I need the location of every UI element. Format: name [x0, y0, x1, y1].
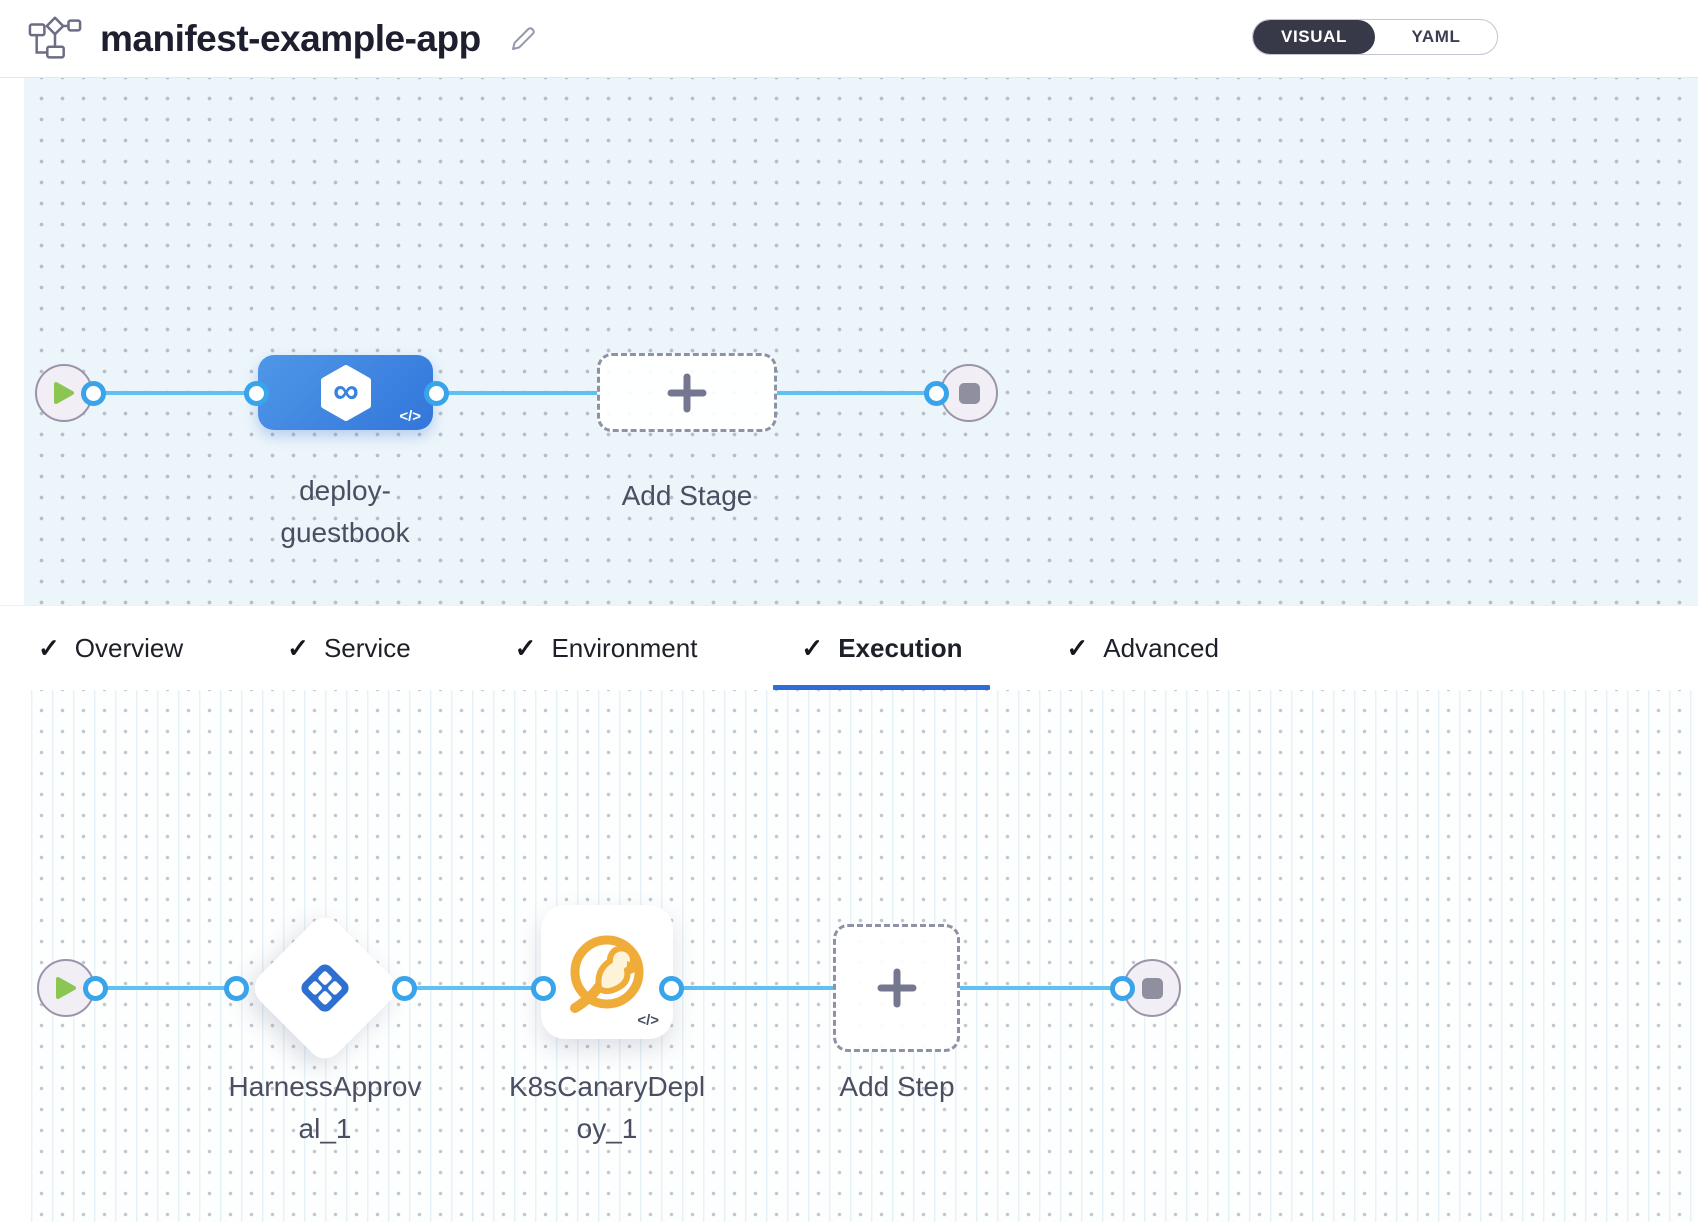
stage-node-deploy-guestbook[interactable]: ∞ </> [258, 355, 433, 430]
code-badge: </> [399, 408, 421, 425]
toggle-visual-button[interactable]: VISUAL [1253, 20, 1375, 54]
connector-point [392, 976, 417, 1001]
check-icon: ✓ [801, 632, 824, 663]
stage-canvas[interactable]: ∞ </> deploy- guestbook Add Stage [0, 78, 1698, 605]
pipeline-title: manifest-example-app [100, 17, 481, 59]
edit-pipeline-icon[interactable] [507, 23, 539, 55]
step-node-harness-approval[interactable] [247, 910, 403, 1066]
connector-point [1110, 976, 1135, 1001]
approval-label-line2: al_1 [298, 1113, 352, 1144]
visual-yaml-toggle: VISUAL YAML [1252, 19, 1498, 55]
connector-point [81, 381, 106, 406]
tab-execution[interactable]: ✓ Execution [773, 606, 991, 690]
edge-stage-to-addstage [437, 391, 597, 395]
edge-start-to-approval [95, 986, 237, 990]
connector-point [531, 976, 556, 1001]
plus-icon [877, 968, 916, 1008]
pipeline-flowchart-icon [28, 14, 82, 64]
execution-canvas[interactable]: </> HarnessApprov al_1 K8sCanaryDepl oy_… [0, 690, 1698, 1222]
play-icon [56, 977, 76, 999]
header: manifest-example-app VISUAL YAML [0, 0, 1698, 78]
add-stage-button[interactable] [597, 353, 777, 432]
check-icon: ✓ [38, 632, 60, 663]
code-badge: </> [637, 1012, 659, 1029]
play-icon [54, 382, 74, 404]
canvas-left-gutter [0, 690, 24, 1222]
stop-icon [958, 382, 980, 404]
check-icon: ✓ [514, 632, 537, 663]
tab-overview[interactable]: ✓ Overview [38, 632, 184, 663]
check-icon: ✓ [1066, 632, 1089, 663]
stage-tabbar: ✓ Overview ✓ Service ✓ Environment ✓ Exe… [0, 605, 1698, 690]
step-node-k8s-canary-deploy[interactable]: </> [541, 905, 673, 1039]
canary-step-label: K8sCanaryDepl oy_1 [447, 1066, 767, 1150]
stage-label-line2: guestbook [280, 517, 410, 548]
canary-label-line2: oy_1 [576, 1113, 638, 1144]
edge-addstep-to-end [960, 986, 1126, 990]
tab-service[interactable]: ✓ Service [287, 632, 411, 663]
tab-advanced[interactable]: ✓ Advanced [1066, 632, 1219, 663]
canary-icon [570, 935, 644, 1013]
edge-canary-to-addstep [672, 986, 833, 990]
connector-point [924, 381, 949, 406]
stage-label: deploy- guestbook [185, 470, 505, 554]
stop-icon [1141, 977, 1163, 999]
add-stage-label: Add Stage [621, 480, 753, 511]
edge-start-to-stage [93, 391, 257, 395]
plus-icon [667, 373, 707, 412]
infinity-icon: ∞ [333, 370, 359, 411]
cd-stage-hexagon-icon: ∞ [320, 364, 371, 421]
canvas-left-gutter [0, 78, 24, 605]
edge-addstage-to-end [777, 391, 942, 395]
pipeline-end-node [940, 364, 998, 422]
canary-label-line1: K8sCanaryDepl [508, 1071, 706, 1102]
check-icon: ✓ [287, 632, 309, 663]
approval-step-label: HarnessApprov al_1 [165, 1066, 485, 1150]
connector-point [244, 381, 269, 406]
add-step-button[interactable] [833, 924, 960, 1052]
add-step-label: Add Step [839, 1071, 955, 1102]
active-tab-underline [773, 685, 991, 690]
connector-point [83, 976, 108, 1001]
connector-point [659, 976, 684, 1001]
toggle-yaml-button[interactable]: YAML [1411, 27, 1461, 46]
connector-point [224, 976, 249, 1001]
tab-environment[interactable]: ✓ Environment [514, 632, 698, 663]
approval-label-line1: HarnessApprov [228, 1071, 422, 1102]
stage-label-line1: deploy- [299, 475, 391, 506]
connector-point [424, 381, 449, 406]
edge-approval-to-canary [405, 986, 544, 990]
